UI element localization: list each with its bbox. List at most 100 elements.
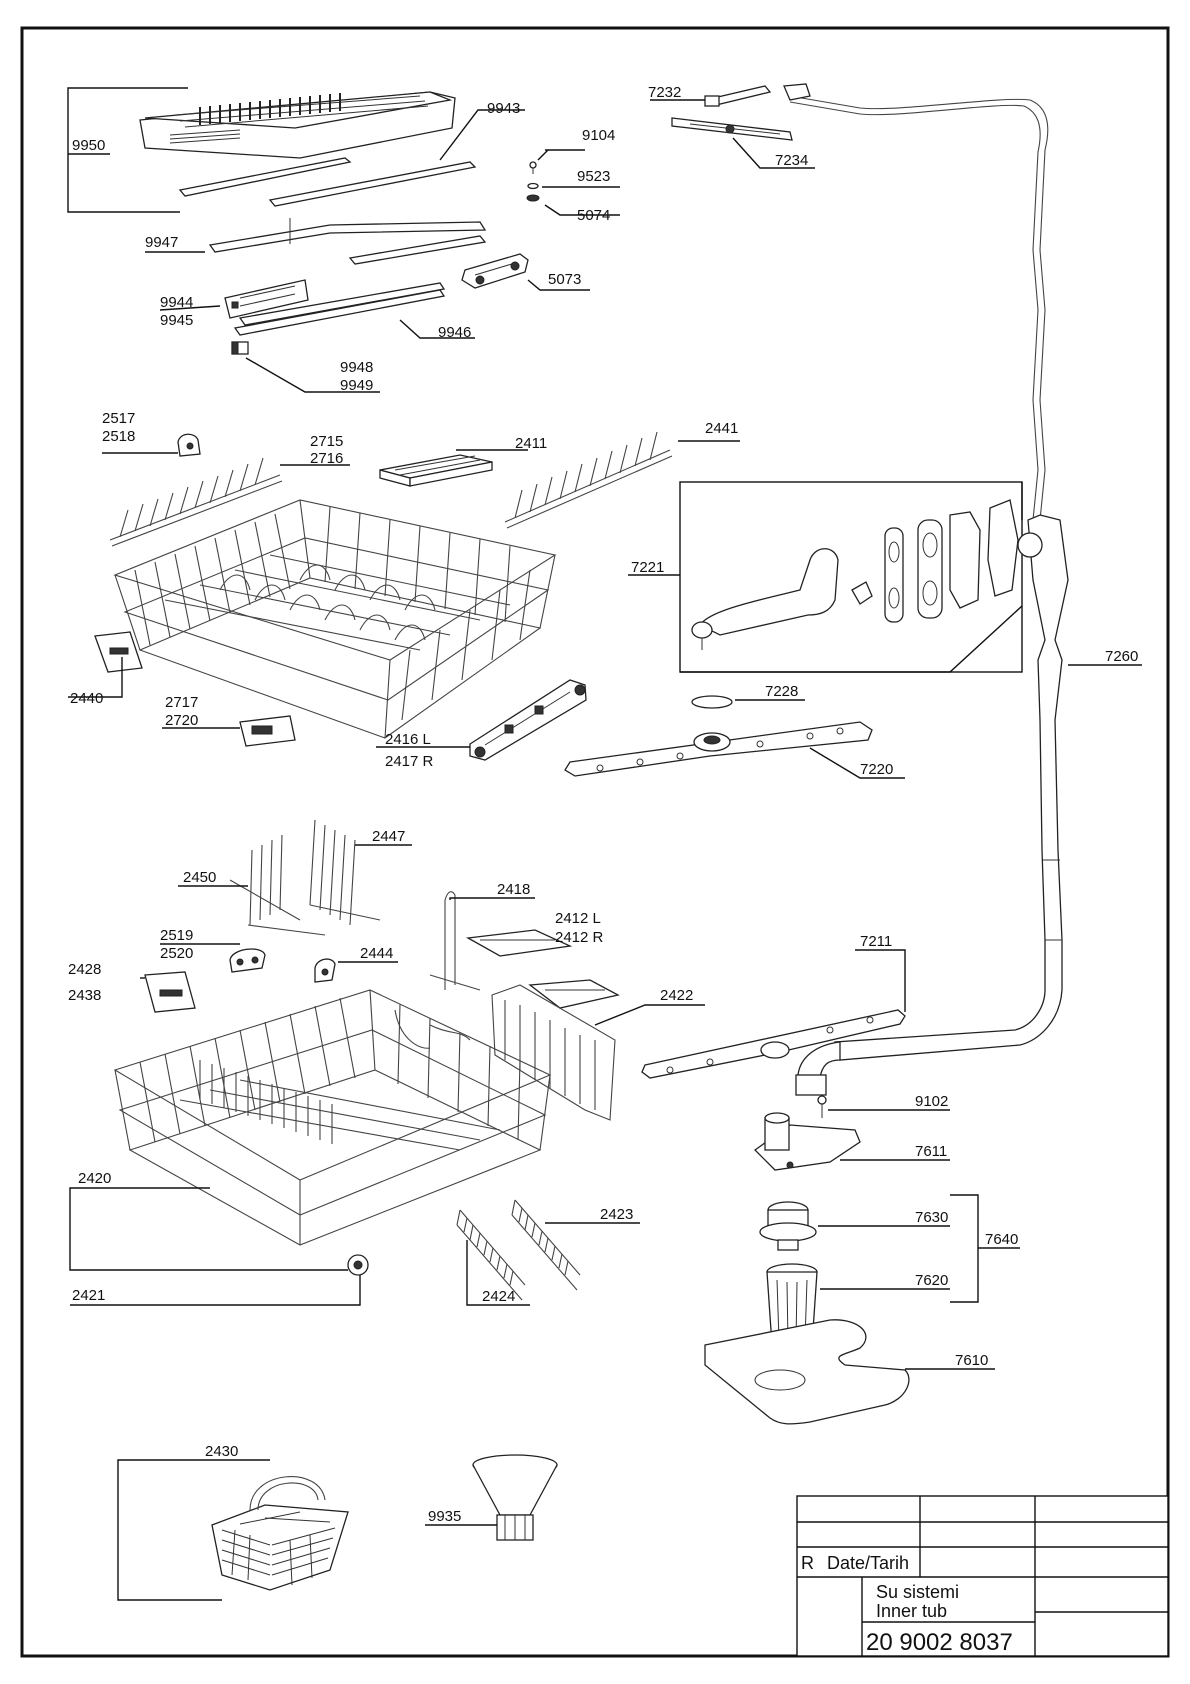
label-9944: 9944 [160,294,193,311]
sheet-border [20,26,1170,1658]
upper-basket [113,499,557,739]
flat-filter-7610 [704,1319,910,1425]
bracket-7640 [950,1194,979,1303]
label-5074: 5074 [577,207,610,224]
tine-rack-2423 [511,1199,581,1291]
label-7232: 7232 [648,84,681,101]
label-2438: 2438 [68,987,101,1004]
spray-arm-7211 [641,1009,906,1079]
label-9948: 9948 [340,359,373,376]
spray-tube-7260 [783,83,1069,1096]
label-2420: 2420 [78,1170,111,1187]
o-ring-7228 [691,695,733,709]
label-2716: 2716 [310,450,343,467]
inset-7221 [679,481,1043,673]
label-2447: 2447 [372,828,405,845]
slider-2717 [239,715,296,747]
label-5073: 5073 [548,271,581,288]
label-2518: 2518 [102,428,135,445]
title-block-rev: R [801,1553,814,1573]
label-2412l: 2412 L [555,910,601,927]
label-2418: 2418 [497,881,530,898]
lower-basket [113,989,552,1246]
label-2417: 2417 R [385,753,434,770]
label-2444: 2444 [360,945,393,962]
title-block: R Date/Tarih Su sistemi Inner tub 20 900… [796,1495,1169,1657]
label-2715: 2715 [310,433,343,450]
leader-lines-upper-basket [68,440,740,748]
height-adjuster-9944 [224,279,309,319]
tine-rack-2447 [229,819,381,936]
label-7620: 7620 [915,1272,948,1289]
cup-shelf-2412 [465,929,620,1009]
label-9523: 9523 [577,168,610,185]
label-2450: 2450 [183,869,216,886]
leader-7211 [855,949,906,1012]
cutlery-basket-2430 [211,1476,349,1591]
label-9950: 9950 [72,137,105,154]
cutlery-rail-2418 [429,891,481,991]
leader-2430 [117,1459,270,1601]
clip-2517 [177,433,201,457]
label-2423: 2423 [600,1206,633,1223]
title-block-title-en: Inner tub [876,1601,947,1621]
label-2517: 2517 [102,410,135,427]
spray-arm-7220 [564,721,873,777]
cup-shelf-2411 [379,454,493,487]
label-2430: 2430 [205,1443,238,1460]
label-7220: 7220 [860,761,893,778]
tine-rack-2441 [504,431,673,529]
screw-9102 [817,1095,827,1118]
label-9935: 9935 [428,1508,461,1525]
title-block-drawing-number: 20 9002 8037 [866,1629,1013,1656]
label-2717: 2717 [165,694,198,711]
clip-2444 [314,958,336,983]
tray-screw-set [526,161,540,202]
label-7234: 7234 [775,152,808,169]
leader-lines-top-left [67,87,620,393]
label-2428: 2428 [68,961,101,978]
tray-rails [178,157,487,336]
sump-7611 [753,1112,861,1171]
handle-2440 [94,631,143,673]
tine-rack-2424 [456,1209,526,1301]
title-block-date: Date/Tarih [827,1553,909,1573]
leader-lines-top-right [650,99,815,169]
leader-7220 [809,747,905,779]
label-9943: 9943 [487,100,520,117]
fold-rack-2422 [491,984,616,1121]
wheel-2421 [347,1254,369,1276]
label-2441: 2441 [705,420,738,437]
tine-rack-2715 [109,457,283,547]
label-2440: 2440 [70,690,103,707]
cutlery-tray-9950 [139,91,456,159]
top-spray-arm-7234 [671,117,793,141]
stopper-9948 [231,341,249,355]
label-9949: 9949 [340,377,373,394]
label-2416: 2416 L [385,731,431,748]
label-2421: 2421 [72,1287,105,1304]
leader-lines-lower-basket [69,844,705,1306]
funnel-9935 [472,1454,558,1541]
label-9102: 9102 [915,1093,948,1110]
label-7260: 7260 [1105,648,1138,665]
label-9946: 9946 [438,324,471,341]
label-2519: 2519 [160,927,193,944]
label-7640: 7640 [985,1231,1018,1248]
label-7611: 7611 [915,1143,947,1160]
top-spray-7232 [703,85,772,107]
title-block-title-tr: Su sistemi [876,1582,959,1602]
label-2720: 2720 [165,712,198,729]
part-labels: 9950 9943 9104 9523 5074 9947 5073 9944 … [68,84,1138,1525]
label-2422: 2422 [660,987,693,1004]
label-7221: 7221 [631,559,664,576]
label-2412r: 2412 R [555,929,604,946]
filter-7630 [759,1201,817,1251]
label-7228: 7228 [765,683,798,700]
label-9947: 9947 [145,234,178,251]
label-7630: 7630 [915,1209,948,1226]
rail-clip-5073 [461,253,529,289]
handle-2428 [144,971,196,1013]
label-9104: 9104 [582,127,615,144]
